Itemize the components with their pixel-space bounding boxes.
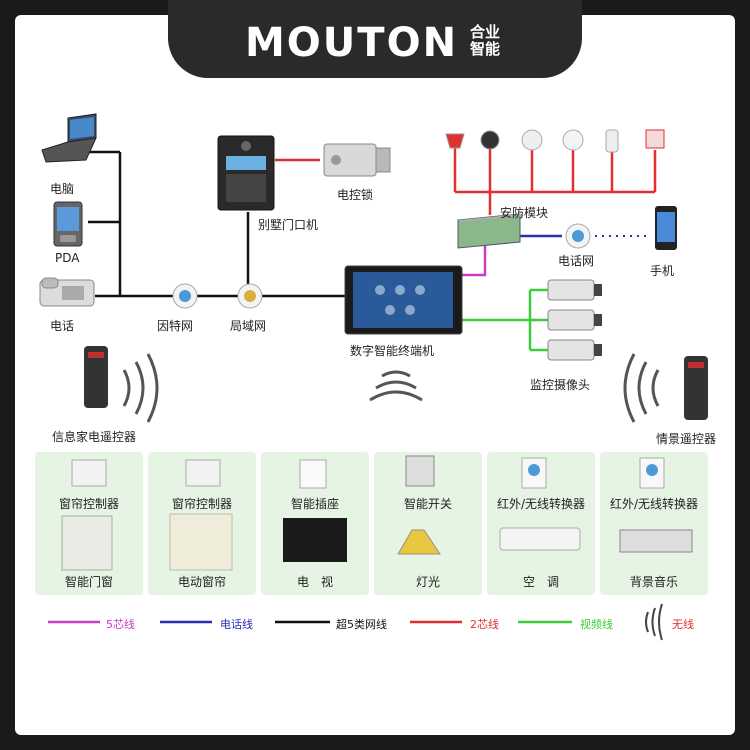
panel-device-icons [61, 455, 693, 571]
mobile-phone-icon [655, 206, 677, 250]
panel-curtain-top-label: 窗帘控制器 [171, 497, 232, 511]
wireless-icons [122, 353, 660, 423]
label-security-module: 安防模块 [500, 206, 549, 220]
label-info-remote: 信息家电遥控器 [52, 430, 137, 444]
legend-cat5e: 超5类网线 [336, 618, 387, 631]
lan-hub-icon [237, 283, 263, 309]
legend-swatches [48, 603, 663, 641]
panel-music-top-label: 红外/无线转换器 [609, 497, 699, 511]
laptop-icon [41, 113, 97, 163]
panel-ac-bottom-label: 空 调 [522, 575, 559, 589]
pda-icon [53, 201, 83, 247]
desk-phone-icon [39, 277, 95, 307]
legend-phone-line: 电话线 [220, 618, 253, 631]
video-lines [462, 288, 548, 352]
phone-network-node-icon [565, 223, 591, 249]
label-terminal: 数字智能终端机 [350, 344, 435, 358]
label-electric-lock: 电控锁 [337, 188, 374, 202]
label-internet: 因特网 [157, 319, 194, 333]
header-banner [168, 0, 582, 78]
label-mobile: 手机 [650, 264, 675, 278]
label-door-station: 别墅门口机 [258, 218, 319, 232]
label-pda: PDA [55, 251, 80, 265]
info-remote-icon [84, 346, 108, 408]
brand-subtitle-line1: 合业 [470, 23, 501, 41]
label-lan: 局域网 [230, 319, 267, 333]
five-core-line [455, 240, 487, 277]
panel-music-bottom-label: 背景音乐 [629, 575, 678, 589]
legend-wireless: 无线 [672, 618, 694, 631]
security-sensors [445, 129, 665, 153]
legend-five-core: 5芯线 [106, 618, 135, 631]
panel-light-bottom-label: 灯光 [415, 575, 440, 589]
panel-window-top-label: 窗帘控制器 [58, 497, 119, 511]
camera-icons [547, 279, 602, 361]
internet-router-icon [172, 283, 198, 309]
panel-tv-bottom-label: 电 视 [296, 575, 333, 589]
panel-light-top-label: 智能开关 [403, 497, 452, 511]
legend-video: 视频线 [580, 618, 613, 631]
two-core-lines [275, 148, 657, 215]
label-scene-remote: 情景遥控器 [656, 432, 717, 446]
brand-subtitle: 合业 智能 [470, 24, 510, 58]
panel-ac-top-label: 红外/无线转换器 [496, 497, 586, 511]
legend-two-core: 2芯线 [470, 618, 499, 631]
scene-remote-icon [684, 356, 708, 420]
panel-tv-top-label: 智能插座 [290, 497, 339, 511]
panel-window-bottom-label: 智能门窗 [64, 575, 113, 589]
label-computer: 电脑 [50, 182, 75, 196]
door-station-icon [217, 135, 275, 211]
brand-logo: MOUTON [245, 20, 459, 66]
label-cameras: 监控摄像头 [530, 378, 591, 392]
label-phone: 电话 [50, 319, 75, 333]
brand-subtitle-line2: 智能 [470, 40, 501, 58]
panel-curtain-bottom-label: 电动窗帘 [177, 575, 226, 589]
label-phone-network: 电话网 [558, 254, 595, 268]
electric-lock-icon [323, 143, 391, 177]
security-module-icon [457, 213, 524, 249]
network-cable-lines [88, 150, 345, 298]
terminal-icon [344, 265, 463, 335]
